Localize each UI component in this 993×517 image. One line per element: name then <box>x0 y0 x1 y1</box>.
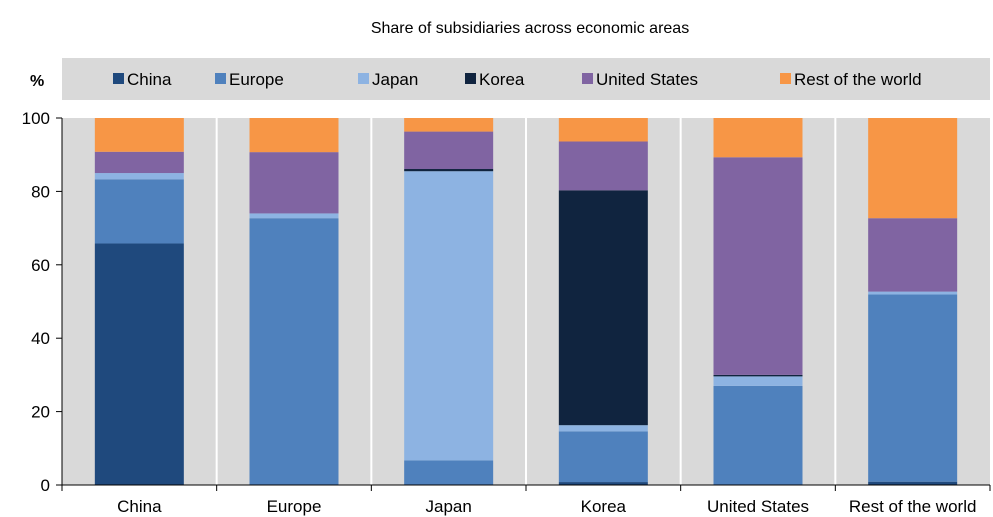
bar-united-states-rest-of-the-world <box>713 118 803 158</box>
y-tick-label: 80 <box>31 182 50 201</box>
y-axis-unit-label: % <box>30 73 44 90</box>
bar-korea-korea <box>558 190 648 426</box>
x-tick-label-rest-of-the-world: Rest of the world <box>849 497 977 516</box>
legend-swatch-korea <box>465 73 476 84</box>
gridlines <box>215 118 837 485</box>
legend-label-rest-of-the-world: Rest of the world <box>794 70 922 89</box>
bar-united-states-japan <box>713 376 803 386</box>
bar-europe-united-states <box>249 152 339 214</box>
bar-rest-of-the-world-china <box>868 481 958 485</box>
legend-label-korea: Korea <box>479 70 525 89</box>
x-tick-label-united-states: United States <box>707 497 809 516</box>
x-tick-label-japan: Japan <box>426 497 472 516</box>
legend-swatch-china <box>113 73 124 84</box>
bar-rest-of-the-world-europe <box>868 294 958 482</box>
legend-label-china: China <box>127 70 172 89</box>
bar-china-japan <box>94 173 184 180</box>
bar-china-united-states <box>94 151 184 174</box>
y-tick-label: 20 <box>31 403 50 422</box>
chart-title: Share of subsidiaries across economic ar… <box>371 20 689 37</box>
bar-korea-japan <box>558 425 648 432</box>
bar-rest-of-the-world-japan <box>868 291 958 295</box>
bar-rest-of-the-world-rest-of-the-world <box>868 118 958 219</box>
bar-united-states-europe <box>713 385 803 485</box>
legend-swatch-japan <box>358 73 369 84</box>
bar-europe-japan <box>249 213 339 219</box>
bars <box>94 118 958 486</box>
bar-europe-europe <box>249 218 339 486</box>
bar-china-europe <box>94 179 184 244</box>
legend-swatch-europe <box>215 73 226 84</box>
bar-japan-rest-of-the-world <box>404 118 494 132</box>
bar-korea-united-states <box>558 141 648 191</box>
legend-label-japan: Japan <box>372 70 418 89</box>
legend-swatch-united-states <box>582 73 593 84</box>
bar-korea-china <box>558 482 648 485</box>
x-tick-label-europe: Europe <box>267 497 322 516</box>
y-tick-label: 100 <box>22 109 50 128</box>
bar-rest-of-the-world-united-states <box>868 218 958 292</box>
bar-united-states-korea <box>713 374 803 377</box>
bar-china-rest-of-the-world <box>94 118 184 152</box>
bar-japan-korea <box>404 169 494 172</box>
bar-china-china <box>94 243 184 485</box>
y-tick-label: 0 <box>41 476 50 495</box>
x-tick-label-china: China <box>117 497 162 516</box>
y-tick-label: 60 <box>31 256 50 275</box>
bar-korea-europe <box>558 431 648 483</box>
bar-japan-japan <box>404 171 494 461</box>
bar-japan-united-states <box>404 131 494 170</box>
bar-united-states-united-states <box>713 157 803 375</box>
bar-japan-europe <box>404 460 494 485</box>
bar-europe-rest-of-the-world <box>249 118 339 153</box>
legend-swatch-rest-of-the-world <box>780 73 791 84</box>
bar-korea-rest-of-the-world <box>558 118 648 142</box>
legend-label-europe: Europe <box>229 70 284 89</box>
legend: China Europe Japan Korea United States Rest o… <box>113 70 922 89</box>
x-tick-label-korea: Korea <box>581 497 627 516</box>
y-tick-label: 40 <box>31 329 50 348</box>
legend-label-united-states: United States <box>596 70 698 89</box>
